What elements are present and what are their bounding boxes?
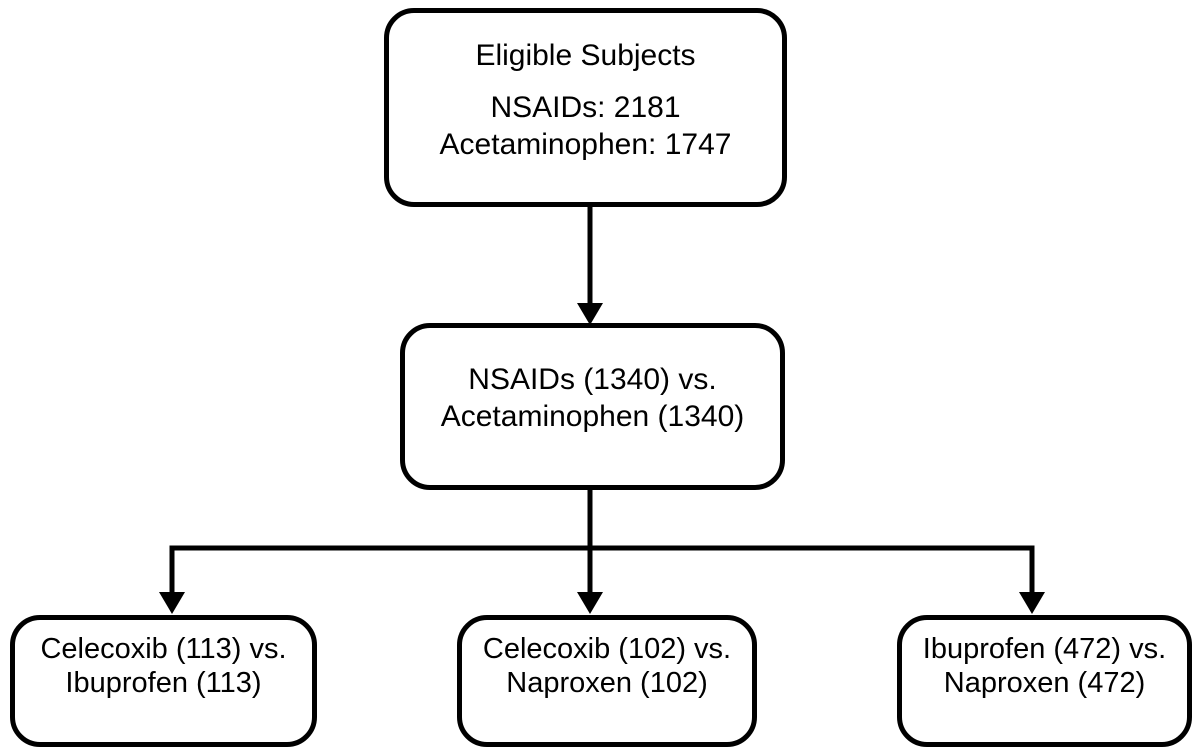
- node-arm3-line1: Ibuprofen (472) vs.: [922, 633, 1167, 665]
- node-ibuprofen-vs-naproxen: Ibuprofen (472) vs. Naproxen (472): [897, 615, 1192, 747]
- node-nsaids-vs-acetaminophen: NSAIDs (1340) vs. Acetaminophen (1340): [400, 323, 785, 490]
- node-eligible-nsaids-count: NSAIDs: 2181: [490, 91, 681, 124]
- node-arm1-line2: Ibuprofen (113): [65, 667, 262, 699]
- arrowhead-arm3-icon: [1019, 592, 1045, 614]
- node-eligible-subjects: Eligible Subjects NSAIDs: 2181 Acetamino…: [384, 8, 787, 207]
- node-celecoxib-vs-ibuprofen: Celecoxib (113) vs. Ibuprofen (113): [10, 615, 317, 747]
- node-arm3-line2: Naproxen (472): [943, 667, 1146, 699]
- node-arm2-line1: Celecoxib (102) vs.: [482, 633, 732, 665]
- node-comparison-line1: NSAIDs (1340) vs.: [468, 363, 717, 396]
- node-arm1-line1: Celecoxib (113) vs.: [40, 633, 287, 665]
- arrowhead-arm1-icon: [159, 592, 185, 614]
- node-comparison-line2: Acetaminophen (1340): [440, 400, 745, 433]
- node-arm2-line2: Naproxen (102): [506, 667, 708, 699]
- arrowhead-comparison-icon: [577, 303, 603, 325]
- node-eligible-acetaminophen-count: Acetaminophen: 1747: [439, 128, 732, 161]
- arrowhead-arm2-icon: [577, 592, 603, 614]
- node-eligible-title: Eligible Subjects: [475, 39, 696, 72]
- node-celecoxib-vs-naproxen: Celecoxib (102) vs. Naproxen (102): [457, 615, 757, 747]
